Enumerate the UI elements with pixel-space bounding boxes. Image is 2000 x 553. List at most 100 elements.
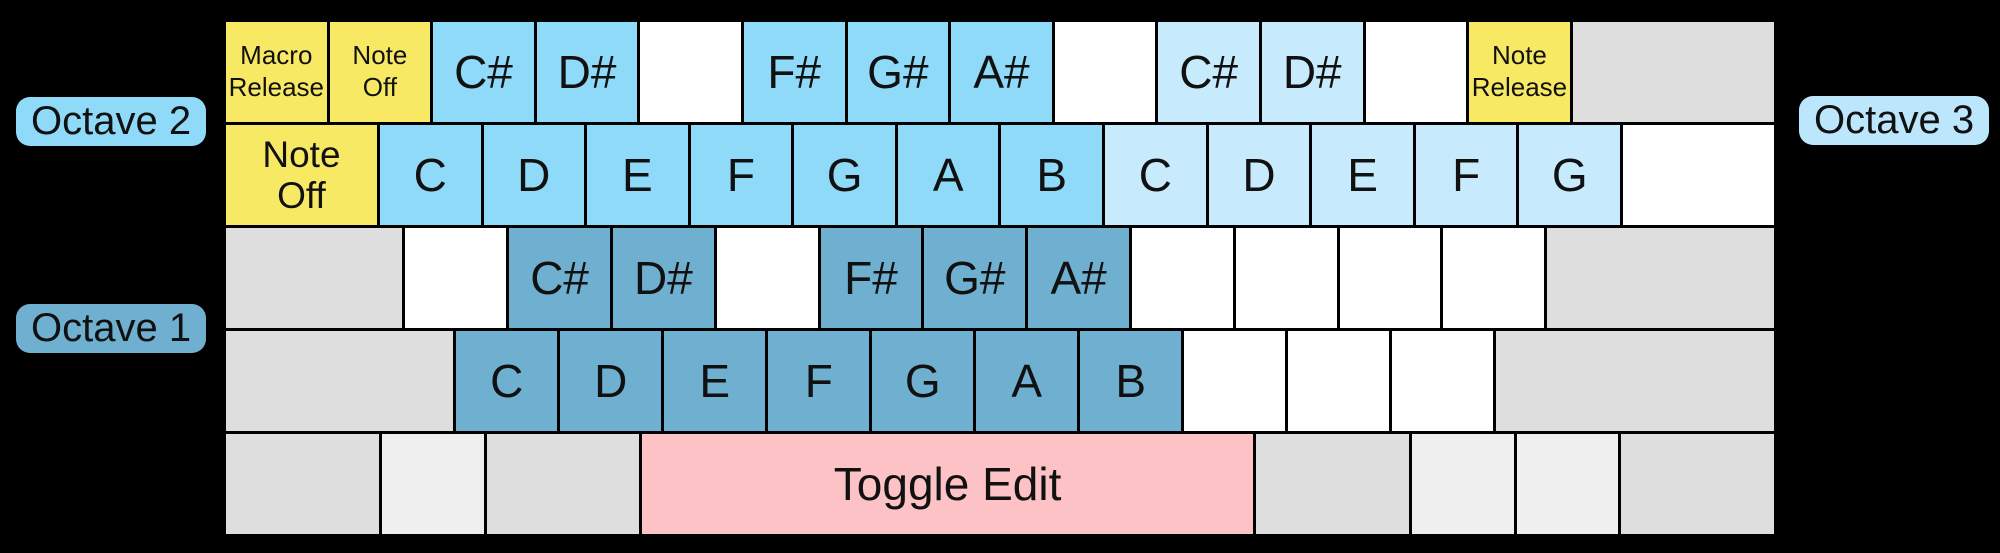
key-gray-wide [1547,228,1774,328]
key-gray-wide [1621,434,1774,534]
key-label: Note [1491,40,1547,71]
key-blank [640,22,741,122]
key-blank [1131,228,1233,328]
key-blank [1288,331,1390,431]
key-f-oct3: F [1415,125,1517,225]
key-g-oct2: G [794,125,895,225]
octave-3-label: Octave 3 [1799,96,1990,145]
key-csharp-oct2: C# [433,22,534,122]
key-blank [1054,22,1156,122]
key-blank [1443,228,1545,328]
key-label: C [413,148,447,201]
octave-2-label: Octave 2 [16,97,207,146]
key-asharp-oct2: A# [951,22,1052,122]
key-dsharp-oct2: D# [536,22,638,122]
key-label: Off [277,175,326,216]
key-blank [716,228,818,328]
key-e-oct1: E [664,331,766,431]
key-label: E [622,148,653,201]
key-d-oct3: D [1208,125,1310,225]
octave-1-label: Octave 1 [16,304,207,353]
key-label: C [490,354,524,407]
key-fsharp-oct1: F# [820,228,922,328]
key-b-oct2: B [1001,125,1103,225]
key-label: Note [262,133,341,175]
key-f-oct2: F [690,125,792,225]
key-blank [1235,228,1337,328]
key-blank [1365,22,1467,122]
key-label: G [1551,148,1588,201]
key-d-oct1: D [560,331,662,431]
key-label: F [1452,148,1481,201]
key-label: F [726,148,756,201]
key-g-oct3: G [1519,125,1621,225]
key-gray-light [381,434,484,534]
key-blank [405,228,507,328]
key-gray-wide [1572,22,1774,122]
key-gsharp-oct2: G# [847,22,949,122]
key-label: A# [973,45,1030,98]
key-e-oct3: E [1312,125,1413,225]
key-label: Off [362,72,397,102]
key-label: Release [1471,72,1568,102]
key-a-oct2: A [897,125,999,225]
key-label: B [1036,148,1068,201]
key-csharp-oct1: C# [509,228,610,328]
key-gray-wide [1496,331,1774,431]
key-label: D [594,354,628,407]
row-bottom: Toggle Edit [226,434,1774,534]
key-label: F# [844,251,898,304]
key-blank [1339,228,1441,328]
key-c-oct1: C [456,331,558,431]
key-label: G# [867,45,929,98]
key-toggle-edit: Toggle Edit [642,434,1253,534]
key-label: A [1011,354,1043,407]
key-csharp-oct3: C# [1158,22,1259,122]
key-label: C# [454,45,513,98]
key-gray-wide [1256,434,1409,534]
key-label: D [1242,148,1276,201]
key-label: D# [633,251,693,304]
key-f-oct1: F [768,331,870,431]
key-fsharp-oct2: F# [743,22,845,122]
key-gray-light [1411,434,1514,534]
key-b-oct1: B [1080,331,1182,431]
key-dsharp-oct3: D# [1261,22,1363,122]
key-gsharp-oct1: G# [924,228,1026,328]
key-e-oct2: E [587,125,688,225]
key-label: F# [767,45,822,98]
key-label: G [904,354,941,407]
key-dsharp-oct1: D# [613,228,714,328]
key-gray-wide [226,434,379,534]
key-asharp-oct1: A# [1028,228,1129,328]
key-label: E [699,354,731,407]
key-label: Toggle Edit [833,457,1062,510]
key-label: C# [1179,45,1239,98]
key-label: Release [228,72,324,102]
key-label: A [932,148,964,201]
key-gray-wide [486,434,640,534]
key-label: G [826,148,863,201]
key-d-oct2: D [483,125,585,225]
key-label: A# [1050,251,1107,304]
key-label: B [1115,354,1147,407]
row-home: C# D# F# G# A# [226,228,1774,328]
key-label: E [1347,148,1378,201]
key-g-oct1: G [872,331,974,431]
key-blank [1392,331,1494,431]
key-label: Macro [240,40,313,71]
key-c-oct2: C [379,125,481,225]
key-label: D# [557,45,617,98]
key-label: F [804,354,833,407]
key-label: G# [944,251,1006,304]
key-gray-wide [226,228,403,328]
key-label: D [517,148,551,201]
